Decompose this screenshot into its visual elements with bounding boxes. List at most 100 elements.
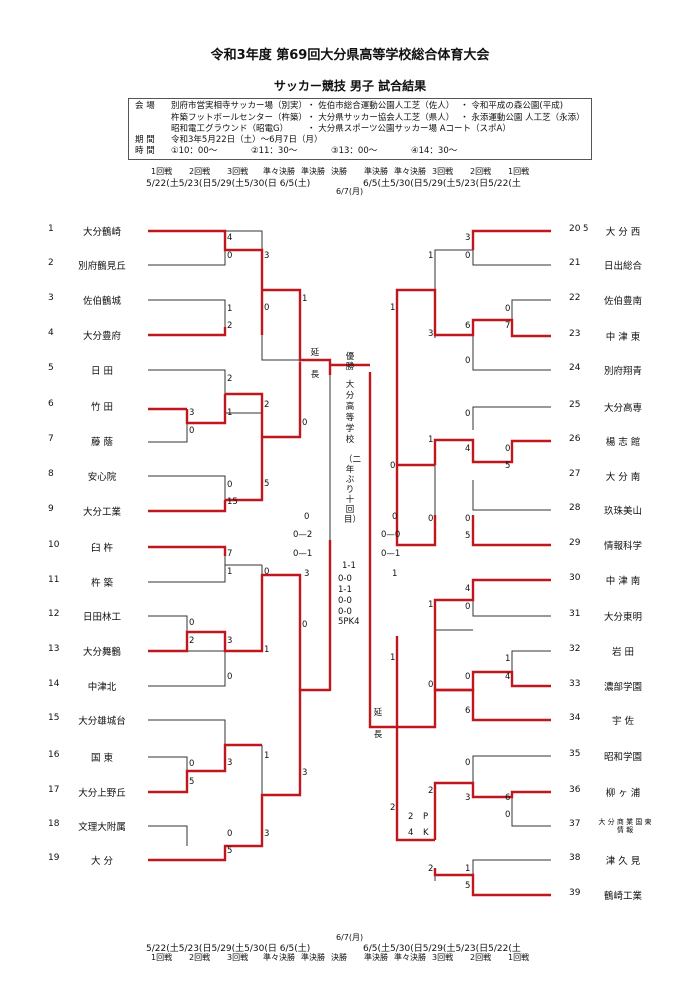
team-name: 別府鶴見丘 bbox=[78, 261, 126, 272]
team-number: 20 bbox=[569, 224, 581, 234]
team-number: 25 bbox=[569, 400, 581, 410]
score: 2 bbox=[264, 400, 270, 410]
score: 0 bbox=[302, 418, 308, 428]
team-number: 15 bbox=[48, 713, 60, 723]
team-name: 大 分 南 bbox=[605, 472, 641, 483]
pk-score-2: 2 bbox=[408, 812, 414, 822]
team-number: 2 bbox=[48, 258, 54, 268]
team-number: 31 bbox=[569, 609, 581, 619]
score: 0 bbox=[505, 304, 511, 314]
score: 3 bbox=[264, 251, 270, 261]
team-number: 37 bbox=[569, 819, 581, 829]
sf-left-top: 0 bbox=[304, 512, 310, 522]
event-subtitle: サッカー競技 男子 試合結果 bbox=[273, 79, 427, 93]
team-number: 18 bbox=[48, 819, 60, 829]
score: 3 bbox=[465, 233, 471, 243]
team-name: 日田林工 bbox=[82, 612, 121, 623]
pk-score-4: 4 bbox=[408, 828, 414, 838]
period-row: 期 間令和3年5月22日（土）～6月7日（月） bbox=[135, 135, 323, 145]
score: 0 bbox=[428, 514, 434, 524]
score: 0 bbox=[465, 409, 471, 419]
bracket-gray-lines bbox=[148, 230, 551, 881]
team-name: 中 津 東 bbox=[605, 332, 641, 343]
team-name: 佐伯豊南 bbox=[603, 296, 642, 307]
dates-top-right: 6/5(土5/30(日5/29(土5/23(日5/22(土 bbox=[363, 179, 521, 189]
team-number: 14 bbox=[48, 679, 60, 689]
score: 7 bbox=[505, 321, 511, 331]
final-date-bottom: 6/7(月) bbox=[336, 933, 364, 942]
team-name: 佐伯鶴城 bbox=[82, 296, 121, 307]
pk-k-mark: K bbox=[423, 828, 429, 838]
pk-p-mark: P bbox=[423, 812, 429, 822]
team-name: 大 分 西 bbox=[605, 227, 641, 238]
score: 1 bbox=[227, 304, 233, 314]
score: 0 bbox=[264, 303, 270, 313]
team-name: 藤 蔭 bbox=[90, 437, 114, 448]
score: 7 bbox=[227, 549, 233, 559]
score: 4 bbox=[465, 444, 471, 454]
team-number: 3 bbox=[48, 293, 54, 303]
team-name: 大分高専 bbox=[603, 403, 642, 414]
team-number: 28 bbox=[569, 503, 581, 513]
team-name: 中津北 bbox=[87, 682, 117, 693]
team-number: 6 bbox=[48, 399, 54, 409]
sf-right-a: 0—0 bbox=[381, 530, 401, 540]
score: 6 bbox=[465, 321, 471, 331]
score: 1 bbox=[505, 654, 511, 664]
team-number: 13 bbox=[48, 644, 60, 654]
team-name: 大分東明 bbox=[603, 612, 642, 623]
team-number: 7 bbox=[48, 434, 54, 444]
score: 5 bbox=[227, 846, 233, 856]
team-name: 安心院 bbox=[87, 472, 117, 483]
final-pk: 5PK4 bbox=[338, 617, 360, 627]
team-name: 臼 杵 bbox=[90, 543, 114, 554]
score: 0 bbox=[390, 461, 396, 471]
team-name: 柳 ヶ 浦 bbox=[605, 788, 641, 799]
final-date-top: 6/7(月) bbox=[336, 187, 364, 196]
score: 0 bbox=[227, 251, 233, 261]
team-number: 34 bbox=[569, 713, 581, 723]
score: 6 bbox=[465, 706, 471, 716]
score: 4 bbox=[465, 584, 471, 594]
score: 3 bbox=[428, 329, 434, 339]
extra-time-left: 延長 bbox=[310, 348, 320, 380]
winner-label: 優勝 bbox=[345, 352, 355, 372]
score: 0 bbox=[189, 426, 195, 436]
score: 0 bbox=[227, 480, 233, 490]
score: 0 bbox=[227, 672, 233, 682]
team-number: 8 bbox=[48, 469, 54, 479]
team-number: 32 bbox=[569, 644, 581, 654]
venue-row-2: 杵築フットボールセンター（杵築）・ 大分県サッカー協会人工芝（県人）・ 永添運動… bbox=[171, 113, 585, 123]
team-number: 29 bbox=[569, 538, 581, 548]
team-number: 17 bbox=[48, 785, 60, 795]
score: 0 bbox=[428, 680, 434, 690]
team-number: 1 bbox=[48, 224, 54, 234]
team-number: 9 bbox=[48, 504, 54, 514]
venue-row-3: 昭和電工グラウンド（昭電G）・ 大分県スポーツ公園サッカー場 Aコート（スポA） bbox=[171, 124, 511, 134]
score: 1 bbox=[264, 645, 270, 655]
team-number: 19 bbox=[48, 853, 60, 863]
score: 2 bbox=[428, 864, 434, 874]
score: 0 bbox=[189, 618, 195, 628]
team-name: 中 津 南 bbox=[605, 576, 641, 587]
team-number: 10 bbox=[48, 540, 60, 550]
sf-left-a: 0—2 bbox=[293, 530, 313, 540]
team-name: 大分舞鶴 bbox=[82, 647, 121, 658]
score: 0 bbox=[465, 356, 471, 366]
team-name: 玖珠美山 bbox=[603, 506, 642, 517]
sf-right-b: 0—1 bbox=[381, 549, 401, 559]
score: 3 bbox=[465, 793, 471, 803]
team-name: 岩 田 bbox=[611, 647, 635, 658]
score: 2 bbox=[227, 374, 233, 384]
score: 0 bbox=[465, 251, 471, 261]
team-name: 宇 佐 bbox=[611, 716, 635, 727]
team-number: 36 bbox=[569, 785, 581, 795]
team-name: 日 田 bbox=[90, 366, 114, 377]
sf-right-top: 0 bbox=[392, 512, 398, 522]
score: 2 bbox=[227, 321, 233, 331]
team-number: 24 bbox=[569, 363, 581, 373]
